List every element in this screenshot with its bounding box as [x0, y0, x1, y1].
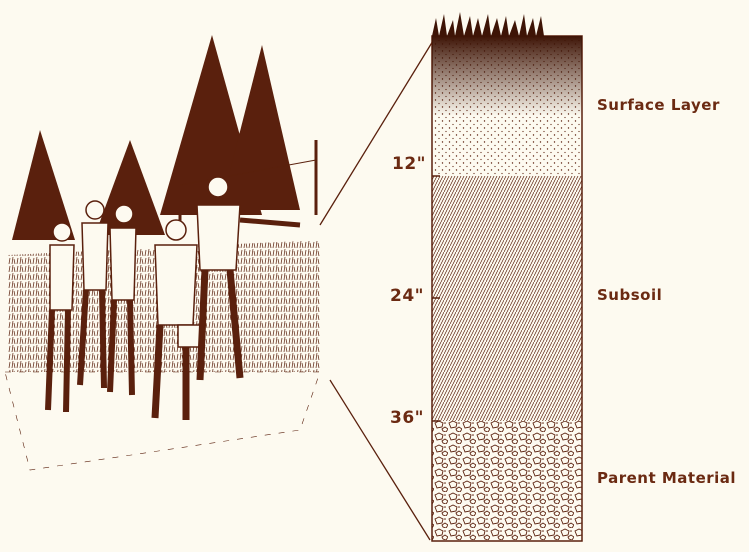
person	[155, 220, 200, 420]
surface-dark-top	[432, 36, 582, 116]
layer-label-surface: Surface Layer	[597, 96, 720, 114]
layer-label-subsoil: Subsoil	[597, 286, 662, 304]
layer-label-parent-material: Parent Material	[597, 469, 736, 487]
depth-label-12: 12"	[392, 154, 426, 174]
depth-label-24: 24"	[390, 286, 424, 306]
soil-column	[432, 12, 582, 541]
zoom-line-bottom	[330, 380, 430, 540]
ground	[5, 372, 320, 470]
grass-tufts	[432, 12, 544, 36]
parent-material-zone	[432, 421, 582, 541]
subsoil-zone	[432, 176, 582, 421]
depth-label-36: 36"	[390, 408, 424, 428]
zoom-line-top	[320, 36, 436, 225]
